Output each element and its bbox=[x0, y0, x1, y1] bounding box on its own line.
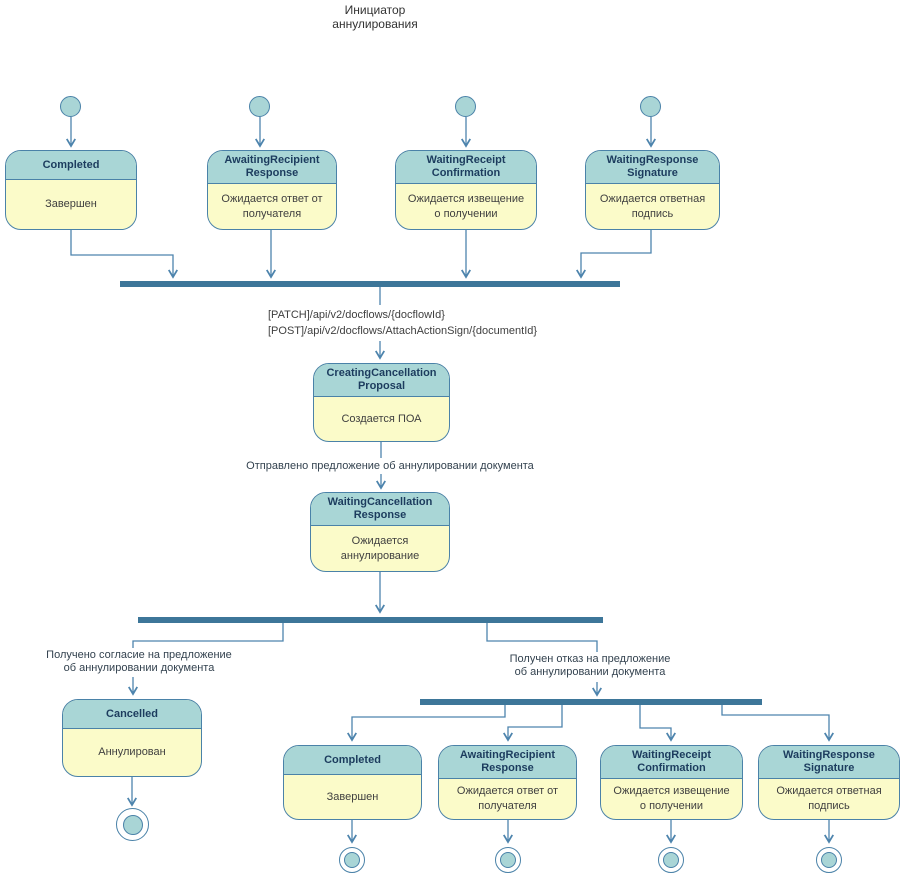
final-node-icon bbox=[116, 808, 149, 841]
state-description: Аннулирован bbox=[98, 746, 166, 758]
final-node-icon bbox=[816, 847, 842, 873]
state-title: CreatingCancellation Proposal bbox=[314, 364, 449, 397]
state-waiting-response-signature-top: WaitingResponse Signature Ожидается отве… bbox=[585, 150, 720, 230]
state-description: Ожидается аннулирование bbox=[340, 534, 420, 562]
state-title: WaitingResponse Signature bbox=[586, 151, 719, 184]
state-title: AwaitingRecipient Response bbox=[208, 151, 336, 184]
state-title: WaitingResponse Signature bbox=[759, 746, 899, 779]
state-description: Ожидается ответная подпись bbox=[776, 785, 882, 812]
state-description: Завершен bbox=[45, 198, 97, 210]
state-description: Ожидается ответ от получателя bbox=[221, 192, 323, 220]
state-description: Ожидается ответ от получателя bbox=[456, 785, 559, 812]
state-title: Cancelled bbox=[63, 700, 201, 729]
state-description: Создается ПОА bbox=[341, 412, 422, 425]
state-description: Ожидается извещение о получении bbox=[613, 785, 730, 812]
state-title: WaitingReceipt Confirmation bbox=[601, 746, 742, 779]
state-title: Completed bbox=[6, 151, 136, 180]
state-awaiting-recipient-response-top: AwaitingRecipient Response Ожидается отв… bbox=[207, 150, 337, 230]
state-cancelled: Cancelled Аннулирован bbox=[62, 699, 202, 777]
state-waiting-cancellation-response: WaitingCancellation Response Ожидается а… bbox=[310, 492, 450, 572]
state-title: AwaitingRecipient Response bbox=[439, 746, 576, 779]
state-awaiting-recipient-response-bottom: AwaitingRecipient Response Ожидается отв… bbox=[438, 745, 577, 820]
refuse-label: Получен отказ на предложение об аннулиро… bbox=[509, 653, 671, 678]
initial-node-icon bbox=[455, 96, 476, 117]
join-bar-top bbox=[120, 281, 620, 287]
state-waiting-receipt-confirmation-top: WaitingReceipt Confirmation Ожидается из… bbox=[395, 150, 537, 230]
state-title: WaitingCancellation Response bbox=[311, 493, 449, 526]
fork-bar-bottom bbox=[420, 699, 762, 705]
agree-label: Получено согласие на предложение об анну… bbox=[46, 649, 232, 674]
state-description: Завершен bbox=[326, 790, 379, 803]
state-description: Ожидается ответная подпись bbox=[599, 192, 706, 220]
final-node-icon bbox=[339, 847, 365, 873]
fork-bar-middle bbox=[138, 617, 603, 623]
initial-node-icon bbox=[640, 96, 661, 117]
state-waiting-receipt-confirmation-bottom: WaitingReceipt Confirmation Ожидается из… bbox=[600, 745, 743, 820]
final-node-icon bbox=[495, 847, 521, 873]
state-completed-top: Completed Завершен bbox=[5, 150, 137, 230]
final-node-icon bbox=[658, 847, 684, 873]
state-description: Ожидается извещение о получении bbox=[407, 192, 525, 220]
state-title: WaitingReceipt Confirmation bbox=[396, 151, 536, 184]
state-waiting-response-signature-bottom: WaitingResponse Signature Ожидается отве… bbox=[758, 745, 900, 820]
sent-proposal-label: Отправлено предложение об аннулировании … bbox=[246, 460, 534, 472]
diagram-title: Инициатор аннулирования bbox=[332, 3, 418, 31]
initial-node-icon bbox=[249, 96, 270, 117]
initial-node-icon bbox=[60, 96, 81, 117]
state-title: Completed bbox=[284, 746, 421, 775]
api-transition-label: [PATCH]/api/v2/docflows/{docflowId} [POS… bbox=[268, 309, 538, 337]
state-completed-bottom: Completed Завершен bbox=[283, 745, 422, 820]
state-creating-cancellation-proposal: CreatingCancellation Proposal Создается … bbox=[313, 363, 450, 442]
